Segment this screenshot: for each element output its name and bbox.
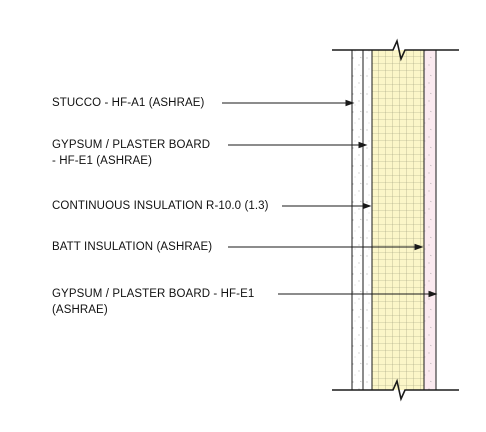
arrow-gypsum-outer [358,141,368,149]
insulation-grid [372,50,424,390]
label-stucco-line-1: STUCCO - HF-A1 (ASHRAE) [52,97,205,109]
label-batt-insulation: BATT INSULATION (ASHRAE) [52,239,212,255]
bottom-break-line [332,378,459,402]
arrow-stucco [345,99,355,107]
arrow-gypsum-inner [428,290,438,298]
layer-boundaries [351,50,437,390]
label-gypsum-outer-line-1: GYPSUM / PLASTER BOARD [52,139,211,151]
label-gypsum-inner-line-1: GYPSUM / PLASTER BOARD - HF-E1 [52,288,255,300]
outer-gypsum-layer [363,50,372,390]
arrow-continuous-insulation [362,202,372,210]
label-gypsum-outer: GYPSUM / PLASTER BOARD - HF-E1 (ASHRAE) [52,137,210,169]
stucco-layer [352,50,363,390]
label-continuous-insulation-line-1: CONTINUOUS INSULATION R-10.0 (1.3) [52,200,269,212]
inner-gypsum-speckle [424,50,436,390]
label-stucco: STUCCO - HF-A1 (ASHRAE) [52,95,204,111]
arrow-batt-insulation [414,243,424,251]
top-break-line [332,38,459,62]
label-gypsum-inner-line-2: (ASHRAE) [52,304,108,316]
label-gypsum-inner: GYPSUM / PLASTER BOARD - HF-E1 (ASHRAE) [52,286,254,318]
label-continuous-insulation: CONTINUOUS INSULATION R-10.0 (1.3) [52,198,269,214]
label-batt-insulation-line-1: BATT INSULATION (ASHRAE) [52,241,213,253]
label-gypsum-outer-line-2: - HF-E1 (ASHRAE) [52,155,152,167]
